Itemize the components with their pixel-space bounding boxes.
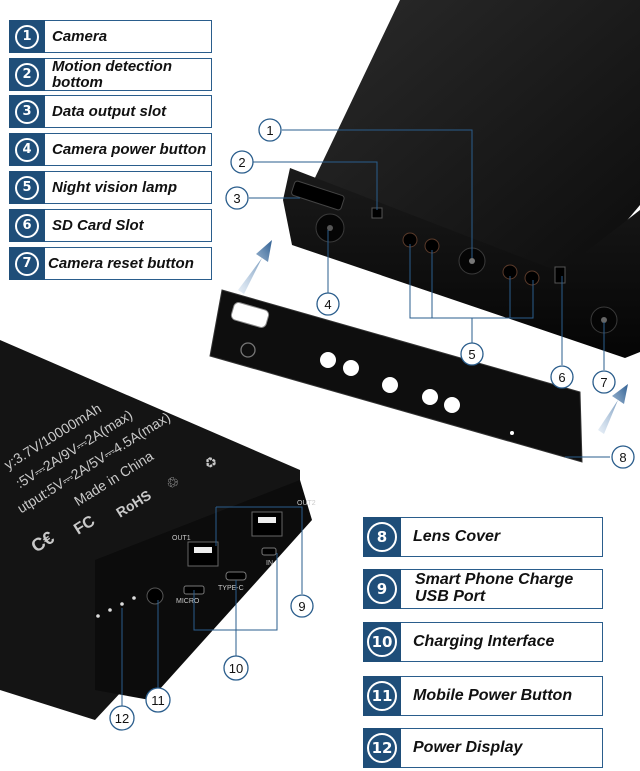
callout-7-label: 7 <box>600 375 607 390</box>
legend-number: 4 <box>15 138 39 162</box>
callout-1-label: 1 <box>266 123 273 138</box>
legend-number-badge: 2 <box>9 58 45 91</box>
power-led-2 <box>108 608 112 612</box>
legend-label: SD Card Slot <box>45 209 212 242</box>
power-led-4 <box>132 596 136 600</box>
usb-port-out2 <box>252 512 282 536</box>
legend-label: Charging Interface <box>401 622 603 662</box>
legend-label: Power Display <box>401 728 603 768</box>
port-label-in: IN <box>266 560 273 567</box>
legend-item-night-vision: 5 Night vision lamp <box>9 171 212 204</box>
legend-item-camera-power: 4 Camera power button <box>9 133 212 166</box>
legend-number-badge: 6 <box>9 209 45 242</box>
callout-6: 6 <box>551 366 573 388</box>
lens-cover-hole-4 <box>422 389 438 405</box>
sd-card-slot <box>555 267 565 283</box>
legend-label: Smart Phone Charge USB Port <box>401 569 603 609</box>
type-c-port <box>226 572 246 580</box>
lens-cover-dot <box>510 431 514 435</box>
legend-item-camera-reset: 7 Camera reset button <box>9 247 212 280</box>
legend-number-badge: 11 <box>363 676 401 716</box>
camera-lens-dot <box>469 258 475 264</box>
callout-3-label: 3 <box>233 191 240 206</box>
legend-label: Motion detection bottom <box>45 58 212 91</box>
legend-item-charging-interface: 10 Charging Interface <box>363 622 603 662</box>
callout-10-label: 10 <box>229 661 243 676</box>
ir-lamp-4 <box>525 271 539 285</box>
legend-label: Data output slot <box>45 95 212 128</box>
legend-label: Mobile Power Button <box>401 676 603 716</box>
callout-12: 12 <box>110 706 134 730</box>
port-label-micro: MICRO <box>176 598 200 605</box>
legend-number: 11 <box>367 681 397 711</box>
legend-number-badge: 1 <box>9 20 45 53</box>
callout-4-label: 4 <box>324 297 331 312</box>
callout-4: 4 <box>317 293 339 315</box>
callout-8-label: 8 <box>619 450 626 465</box>
port-label-out2: OUT2 <box>297 500 316 507</box>
legend-item-data-output: 3 Data output slot <box>9 95 212 128</box>
callout-8: 8 <box>612 446 634 468</box>
lens-cover-hole-2 <box>343 360 359 376</box>
legend-number-badge: 3 <box>9 95 45 128</box>
callout-9: 9 <box>291 595 313 617</box>
legend-number-badge: 5 <box>9 171 45 204</box>
callout-5-label: 5 <box>468 347 475 362</box>
callout-11-label: 11 <box>151 693 165 708</box>
legend-number: 12 <box>367 733 397 763</box>
legend-item-sd-card: 6 SD Card Slot <box>9 209 212 242</box>
legend-label: Night vision lamp <box>45 171 212 204</box>
legend-item-motion-detection: 2 Motion detection bottom <box>9 58 212 91</box>
lens-cover-hole-3 <box>382 377 398 393</box>
usb-port-out2-tongue <box>258 517 276 523</box>
legend-label: Camera power button <box>45 133 212 166</box>
legend-number-badge: 7 <box>9 247 45 280</box>
callout-9-label: 9 <box>298 599 305 614</box>
callout-10: 10 <box>224 656 248 680</box>
legend-number-badge: 8 <box>363 517 401 557</box>
lens-cover-hole-5 <box>444 397 460 413</box>
legend-number: 9 <box>367 574 397 604</box>
legend-number-badge: 10 <box>363 622 401 662</box>
callout-2: 2 <box>231 151 253 173</box>
legend-number: 1 <box>15 25 39 49</box>
callout-2-label: 2 <box>238 155 245 170</box>
legend-label: Camera reset button <box>45 247 212 280</box>
port-label-out1: OUT1 <box>172 535 191 542</box>
port-label-typec: TYPE-C <box>218 585 244 592</box>
legend-number-badge: 4 <box>9 133 45 166</box>
legend-number: 3 <box>15 100 39 124</box>
callout-11: 11 <box>146 688 170 712</box>
legend-item-usb-port: 9 Smart Phone Charge USB Port <box>363 569 603 609</box>
usb-port-out1 <box>188 542 218 566</box>
mobile-power-button <box>147 588 163 604</box>
power-led-3 <box>120 602 124 606</box>
legend-item-power-display: 12 Power Display <box>363 728 603 768</box>
legend-number: 7 <box>15 252 39 276</box>
legend-number: 8 <box>367 522 397 552</box>
legend-label: Camera <box>45 20 212 53</box>
legend-number: 6 <box>15 214 39 238</box>
callout-1: 1 <box>259 119 281 141</box>
usb-port-out1-tongue <box>194 547 212 553</box>
legend-number-badge: 12 <box>363 728 401 768</box>
legend-item-camera: 1 Camera <box>9 20 212 53</box>
legend-item-mobile-power: 11 Mobile Power Button <box>363 676 603 716</box>
legend-number-badge: 9 <box>363 569 401 609</box>
legend-label: Lens Cover <box>401 517 603 557</box>
legend-number: 5 <box>15 176 39 200</box>
legend-number: 2 <box>15 63 39 87</box>
callout-12-label: 12 <box>115 711 129 726</box>
power-led-1 <box>96 614 100 618</box>
legend-item-lens-cover: 8 Lens Cover <box>363 517 603 557</box>
arrow-icon-left <box>238 240 272 294</box>
callout-3: 3 <box>226 187 248 209</box>
callout-5: 5 <box>461 343 483 365</box>
legend-number: 10 <box>367 627 397 657</box>
lens-cover-hole-1 <box>320 352 336 368</box>
callout-7: 7 <box>593 371 615 393</box>
callout-6-label: 6 <box>558 370 565 385</box>
in-port <box>262 548 276 555</box>
